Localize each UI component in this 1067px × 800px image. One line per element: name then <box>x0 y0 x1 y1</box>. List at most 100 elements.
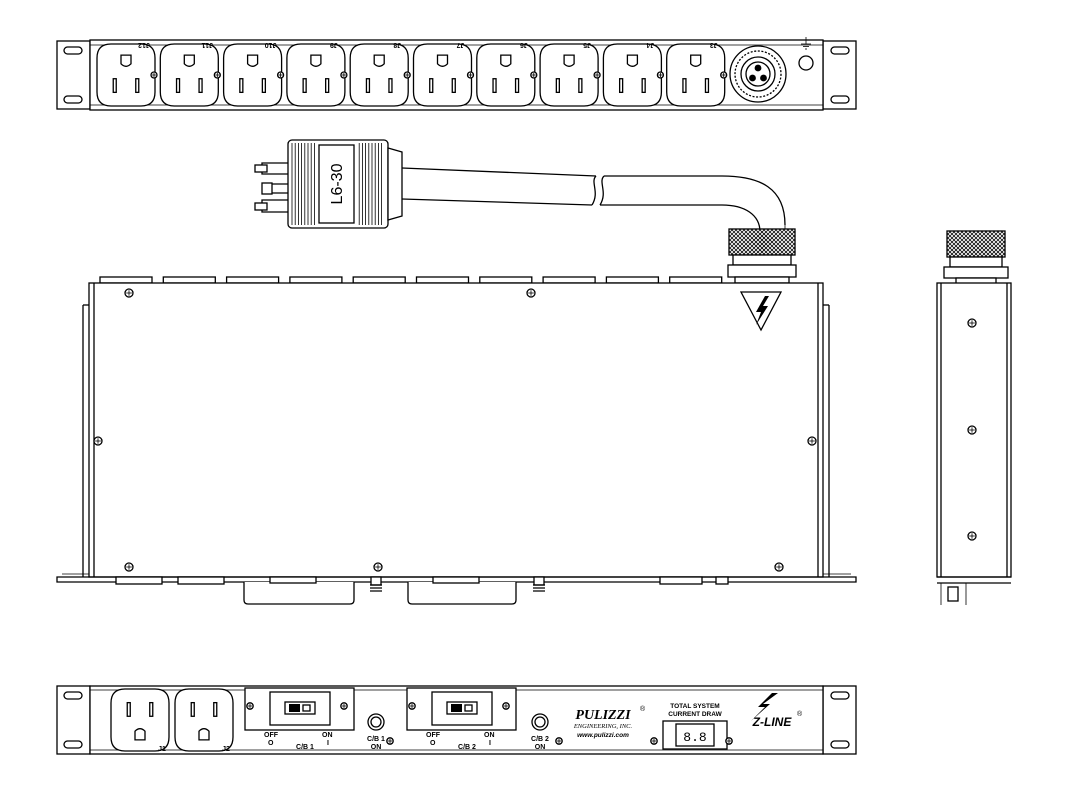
top-outlet-label: J8 <box>393 41 401 48</box>
cb2-off-label: OFF <box>426 732 441 739</box>
warning-lightning-icon <box>739 291 783 332</box>
reset-cb1-label: C/B 1 <box>367 736 385 743</box>
bottom-breaker-housing-2 <box>407 576 517 605</box>
reset-button-cb2[interactable]: C/B 2 ON <box>531 713 549 751</box>
left-rack-ear <box>56 40 91 110</box>
top-outlet-label: J10 <box>265 41 277 48</box>
circuit-breaker-2[interactable]: OFF O ON I C/B 2 <box>406 687 517 751</box>
side-elevation-view <box>56 228 857 605</box>
screw-icon <box>720 71 728 79</box>
screw-icon <box>386 737 394 745</box>
zline-registered: ® <box>797 710 803 718</box>
top-outlet-label: J5 <box>583 41 591 48</box>
plug-label: L6-30 <box>329 163 346 204</box>
front-outlet-label: J2 <box>222 746 230 753</box>
screw-icon <box>466 71 475 79</box>
reset-button-cb1[interactable]: C/B 1 ON <box>367 713 385 751</box>
front-panel-view: J1 J2 OFF O ON I C/B 1 OFF O ON I C/B 2 <box>56 685 857 755</box>
screw-icon <box>276 71 285 79</box>
screw-icon <box>526 288 536 298</box>
top-outlet-label: J9 <box>330 41 338 48</box>
screw-icon <box>656 71 665 79</box>
top-view-panel: J12 J11 J10 J9 J8 J7 J6 J5 J4 J3 <box>56 37 857 111</box>
reset-cb2-state: ON <box>535 744 546 751</box>
ground-terminal <box>798 55 814 71</box>
pulizzi-logo: PULIZZI ® ENGINEERING, INC. www.pulizzi.… <box>573 705 646 739</box>
screw-icon <box>373 562 383 572</box>
top-outlet-label: J6 <box>520 41 528 48</box>
top-outlet-label: J11 <box>202 41 213 48</box>
bottom-reset-button-2 <box>533 576 545 592</box>
cb2-off-symbol: O <box>430 740 436 747</box>
brand-name: PULIZZI <box>575 708 631 723</box>
brand-subtitle: ENGINEERING, INC. <box>573 723 633 730</box>
screw-icon <box>502 702 510 710</box>
cb1-off-symbol: O <box>268 740 274 747</box>
main-chassis <box>88 282 824 578</box>
top-outlet-j12 <box>96 43 156 107</box>
top-outlet-j9 <box>286 43 346 107</box>
top-outlet-j10 <box>222 43 283 107</box>
top-outlet-j11 <box>159 43 219 107</box>
power-inlet-connector <box>729 45 787 103</box>
meter-display: 8.8 <box>683 730 706 745</box>
screw-icon <box>124 288 134 298</box>
cb2-label: C/B 2 <box>458 744 476 751</box>
l6-30-plug: L6-30 <box>254 139 403 229</box>
meter-title-line1: TOTAL SYSTEM <box>670 703 719 710</box>
top-outlet-j5 <box>539 43 599 107</box>
front-outlet-j2 <box>174 688 234 752</box>
screw-icon <box>213 71 221 79</box>
screw-icon <box>246 702 254 710</box>
screw-icon <box>530 71 538 79</box>
top-outlet-j7 <box>412 43 473 107</box>
top-outlet-j6 <box>476 43 536 107</box>
screw-icon <box>807 436 817 446</box>
screw-icon <box>650 737 658 745</box>
circuit-breaker-1[interactable]: OFF O ON I C/B 1 <box>244 687 355 751</box>
screw-icon <box>408 702 416 710</box>
bottom-reset-button-1 <box>370 576 382 592</box>
zline-text: Z-LINE <box>752 715 793 729</box>
power-cord <box>401 167 786 233</box>
cable-connector-nut <box>727 228 797 284</box>
screw-icon <box>725 737 733 745</box>
screw-icon <box>124 562 134 572</box>
top-outlet-j8 <box>349 43 409 107</box>
screw-icon <box>967 318 977 328</box>
right-rack-ear <box>822 40 857 110</box>
top-outlet-label: J4 <box>646 41 654 48</box>
front-right-rack-ear <box>822 685 857 755</box>
cb2-on-symbol: I <box>489 740 491 747</box>
current-draw-meter: TOTAL SYSTEM CURRENT DRAW 8.8 <box>662 703 728 750</box>
reset-cb1-state: ON <box>371 744 382 751</box>
ground-symbol-icon <box>801 37 811 50</box>
z-line-logo: Z-LINE ® <box>751 693 803 729</box>
screw-icon <box>93 436 103 446</box>
screw-icon <box>967 531 977 541</box>
brand-website: www.pulizzi.com <box>577 732 629 739</box>
cb1-on-symbol: I <box>327 740 329 747</box>
cb1-on-label: ON <box>322 732 333 739</box>
cb1-off-label: OFF <box>264 732 279 739</box>
meter-title-line2: CURRENT DRAW <box>668 711 722 718</box>
top-outlet-label: J3 <box>710 41 718 48</box>
screw-icon <box>774 562 784 572</box>
screw-icon <box>555 737 563 745</box>
brand-registered: ® <box>640 705 646 713</box>
front-outlet-j1 <box>110 688 170 752</box>
reset-cb2-label: C/B 2 <box>531 736 549 743</box>
screw-icon <box>340 702 348 710</box>
top-outlet-j3 <box>666 43 726 107</box>
screw-icon <box>967 425 977 435</box>
screw-icon <box>403 71 411 79</box>
bottom-breaker-housing-1 <box>243 576 355 605</box>
top-outlet-label: J7 <box>457 41 465 48</box>
screw-icon <box>150 71 158 79</box>
top-outlet-label: J12 <box>138 41 150 48</box>
cb2-on-label: ON <box>484 732 495 739</box>
front-left-rack-ear <box>56 685 91 755</box>
front-outlet-label: J1 <box>158 746 166 753</box>
cb1-label: C/B 1 <box>296 744 314 751</box>
